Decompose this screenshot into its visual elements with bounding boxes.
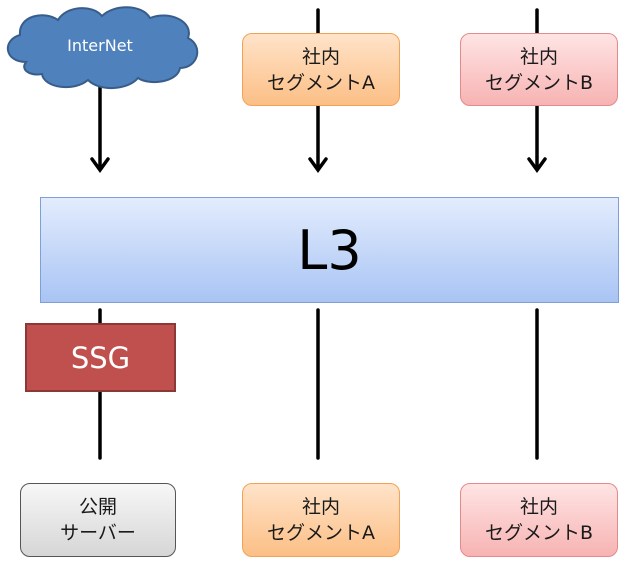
ssg-label: SSG (70, 340, 131, 375)
segment-b-bottom-line2: セグメントB (484, 522, 594, 544)
segment-b-top-line2: セグメントB (484, 71, 594, 94)
public-server-line2: サーバー (60, 522, 136, 544)
ssg-firewall-node[interactable]: SSG (25, 323, 176, 392)
segment-b-top-line1: 社内 (519, 45, 558, 68)
segment-a-top-line1: 社内 (301, 45, 340, 68)
segment-b-arrowhead (527, 157, 547, 173)
segment-b-bottom-line1: 社内 (519, 496, 558, 518)
public-server-node[interactable]: 公開 サーバー (20, 483, 176, 557)
segment-b-bottom-node[interactable]: 社内 セグメントB (460, 483, 618, 557)
segment-a-top-node[interactable]: 社内 セグメントA (242, 33, 400, 106)
segment-a-bottom-node[interactable]: 社内 セグメントA (242, 483, 400, 557)
l3-label: L3 (297, 218, 362, 282)
cloud-icon (7, 6, 199, 89)
internet-arrowhead (90, 157, 110, 173)
segment-b-top-node[interactable]: 社内 セグメントB (460, 33, 618, 106)
public-server-line1: 公開 (78, 496, 117, 518)
segment-a-arrowhead (308, 157, 328, 173)
internet-label: InterNet (67, 35, 133, 55)
l3-switch-node[interactable]: L3 (40, 197, 619, 303)
segment-a-bottom-line2: セグメントA (267, 522, 375, 544)
segment-a-top-line2: セグメントA (267, 71, 375, 94)
segment-a-bottom-line1: 社内 (301, 496, 340, 518)
